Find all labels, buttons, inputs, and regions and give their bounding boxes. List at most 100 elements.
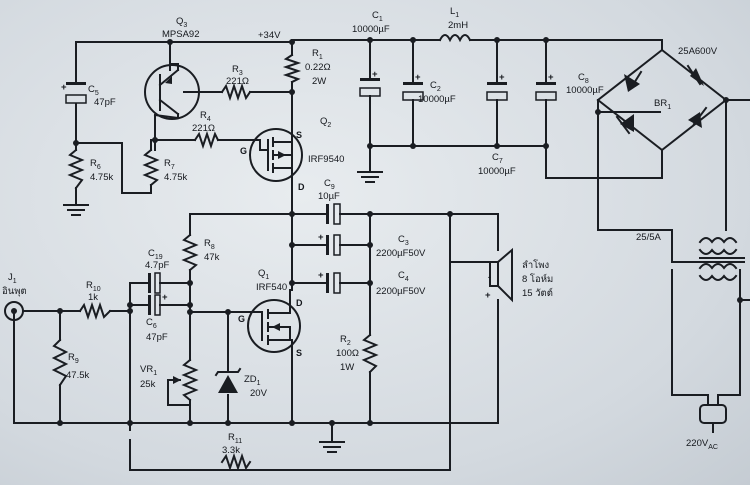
svg-text:10000µF: 10000µF [418,94,456,105]
svg-text:S: S [296,130,302,140]
r9-resistor [51,338,69,387]
svg-text:+: + [318,232,324,243]
svg-text:C3: C3 [398,234,409,247]
q3-transistor [144,63,201,120]
svg-text:R11: R11 [228,432,242,445]
svg-text:C2: C2 [430,80,441,93]
svg-text:D: D [296,298,303,308]
resistors [51,53,379,472]
svg-text:C1: C1 [372,10,383,23]
svg-text:C5: C5 [88,84,99,97]
svg-text:Q2: Q2 [320,116,331,129]
svg-text:C4: C4 [398,270,409,283]
transformer [671,234,745,281]
speaker [489,247,513,303]
svg-text:25A600V: 25A600V [678,46,718,57]
svg-text:IRF540: IRF540 [256,282,287,293]
svg-text:+: + [499,72,505,83]
svg-text:G: G [238,314,245,324]
vr1-potentiometer [181,358,199,402]
wires [13,39,750,471]
svg-text:3.3k: 3.3k [222,445,240,456]
svg-text:R7: R7 [164,158,175,171]
svg-text:10µF: 10µF [318,191,340,202]
svg-text:R10: R10 [86,280,101,293]
svg-text:C19: C19 [148,248,163,261]
svg-text:L1: L1 [450,6,459,19]
svg-text:2200µF50V: 2200µF50V [376,248,426,259]
svg-text:+: + [61,82,67,93]
svg-text:+: + [318,270,324,281]
svg-text:47.5k: 47.5k [66,370,89,381]
br1-bridge-rectifier [596,48,728,152]
svg-text:+: + [485,290,491,301]
zd1-zener-diode [214,367,242,393]
svg-text:0.22Ω: 0.22Ω [305,62,331,73]
svg-text:220VAC: 220VAC [686,438,718,451]
svg-text:อินพุต: อินพุต [2,286,27,297]
svg-text:10000µF: 10000µF [478,166,516,177]
capacitors [65,78,557,316]
ground-symbols [63,171,383,453]
svg-text:C7: C7 [492,152,503,165]
r3-resistor [220,82,252,102]
svg-text:+: + [162,292,168,303]
q2-mosfet [249,128,303,182]
svg-text:R4: R4 [200,110,211,123]
svg-text:8 โอห์ม: 8 โอห์ม [522,273,553,285]
svg-text:J1: J1 [8,272,17,285]
svg-text:+34V: +34V [258,30,281,41]
svg-text:4.75k: 4.75k [90,172,113,183]
svg-text:4.7pF: 4.7pF [145,260,169,271]
svg-text:1k: 1k [88,292,98,303]
r7-resistor [142,148,160,187]
svg-text:C6: C6 [146,317,157,330]
svg-text:25/5A: 25/5A [636,232,661,243]
svg-text:BR1: BR1 [654,98,671,111]
r8-resistor [181,233,199,272]
r11-resistor [220,452,252,472]
svg-text:10000µF: 10000µF [566,85,604,96]
svg-text:R9: R9 [68,352,79,365]
svg-text:C9: C9 [324,178,335,191]
svg-text:15 วัตต์: 15 วัตต์ [522,287,553,299]
svg-text:G: G [240,146,247,156]
svg-text:D: D [298,182,305,192]
l1-inductor [438,34,472,43]
svg-text:10000µF: 10000µF [352,24,390,35]
r4-resistor [193,130,220,150]
svg-text:R6: R6 [90,158,101,171]
svg-text:Q1: Q1 [258,268,269,281]
svg-text:-: - [488,272,491,283]
j1-input-jack [4,301,24,321]
svg-text:IRF9540: IRF9540 [308,154,344,165]
component-labels: Q3 MPSA92 +34V C1 10000µF L1 2mH 25A600V… [2,6,718,456]
svg-text:221Ω: 221Ω [226,76,249,87]
svg-text:25k: 25k [140,379,156,390]
svg-text:47k: 47k [204,252,220,263]
svg-text:100Ω: 100Ω [336,348,359,359]
svg-text:R2: R2 [340,334,351,347]
svg-text:4.75k: 4.75k [164,172,187,183]
r1-resistor [282,53,302,84]
svg-text:Q3: Q3 [176,16,187,29]
r10-resistor [78,301,112,321]
svg-text:+: + [415,72,421,83]
svg-text:2200µF50V: 2200µF50V [376,286,426,297]
q1-mosfet [247,289,301,353]
svg-text:+: + [372,69,378,80]
svg-text:47pF: 47pF [146,332,168,343]
svg-text:R3: R3 [232,64,243,77]
svg-text:47pF: 47pF [94,97,116,108]
svg-text:221Ω: 221Ω [192,123,215,134]
svg-text:ZD1: ZD1 [244,374,261,387]
svg-text:ลำโพง: ลำโพง [522,259,549,271]
svg-text:+: + [548,72,554,83]
svg-text:2mH: 2mH [448,20,468,31]
r6-resistor [67,148,85,190]
svg-text:20V: 20V [250,388,268,399]
r2-resistor [361,333,379,374]
svg-text:R8: R8 [204,238,215,251]
